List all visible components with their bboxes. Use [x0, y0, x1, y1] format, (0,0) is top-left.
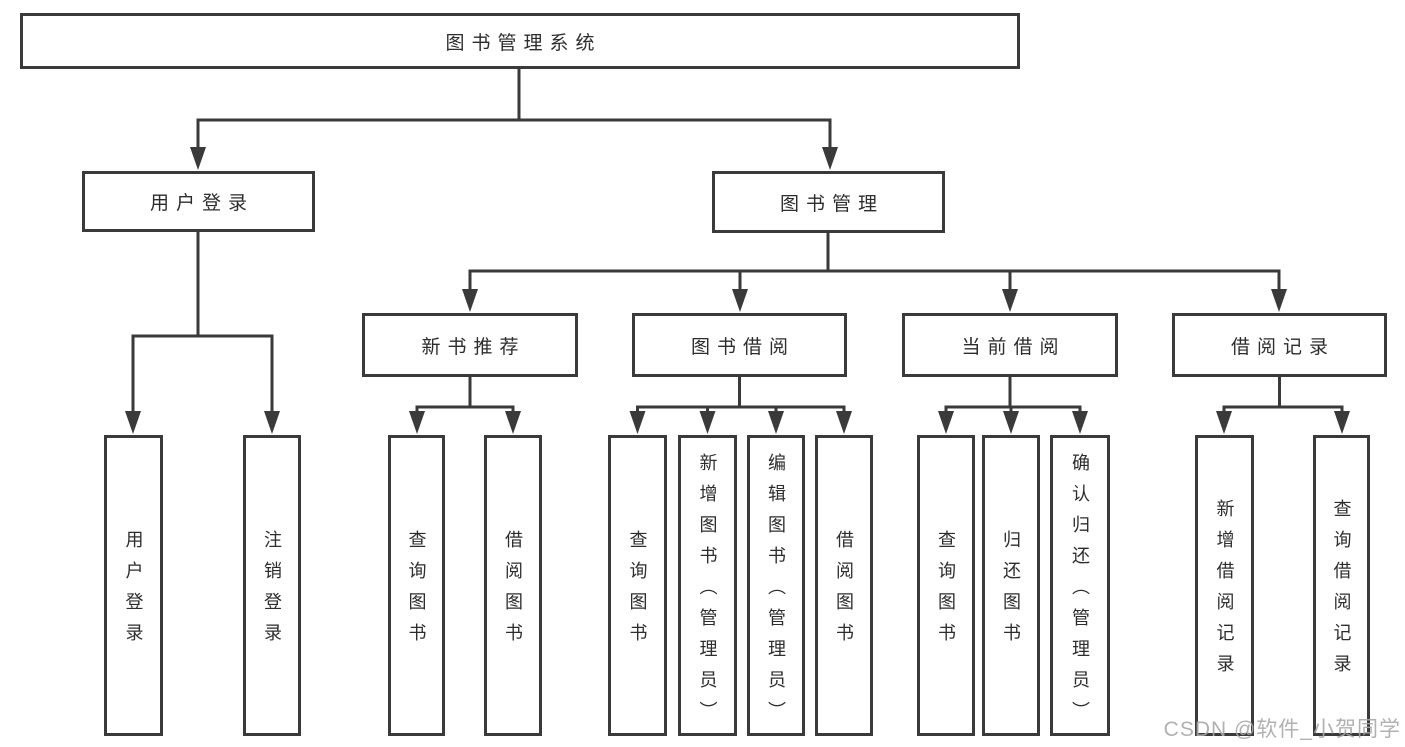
connector-root-split	[190, 68, 838, 170]
node-current-borrow: 当前借阅	[902, 313, 1118, 377]
node-label: 借阅图书	[834, 530, 854, 654]
node-book-borrow: 图书借阅	[632, 313, 847, 377]
connector-user-login-split	[125, 232, 280, 434]
connector-book-management-split	[462, 233, 1287, 312]
leaf-logout: 注销登录	[243, 435, 301, 736]
node-label: 确认归还（管理员）	[1070, 452, 1090, 732]
leaf-query-books-current: 查询图书	[917, 435, 975, 736]
leaf-user-login: 用户登录	[104, 435, 163, 736]
node-label: 借阅图书	[503, 530, 523, 654]
node-label: 图书借阅	[690, 336, 795, 358]
node-label: 查询图书	[936, 530, 956, 654]
node-label: 归还图书	[1001, 530, 1021, 654]
connector-new-book-split	[409, 377, 521, 434]
node-label: 图书管理系统	[445, 32, 602, 54]
node-label: 用户登录	[149, 193, 254, 214]
node-book-management: 图书管理	[712, 171, 945, 233]
node-borrow-record: 借阅记录	[1172, 313, 1387, 377]
leaf-return-books: 归还图书	[982, 435, 1040, 736]
node-label: 借阅记录	[1230, 336, 1335, 358]
node-label: 新书推荐	[421, 336, 526, 358]
leaf-query-books-recommend: 查询图书	[388, 435, 445, 736]
connector-book-borrow-split	[629, 377, 852, 434]
connector-current-borrow-split	[938, 377, 1088, 434]
leaf-add-borrow-record: 新增借阅记录	[1195, 435, 1254, 736]
leaf-edit-books-admin: 编辑图书（管理员）	[747, 435, 805, 736]
leaf-add-books-admin: 新增图书（管理员）	[678, 435, 737, 736]
node-label: 新增图书（管理员）	[697, 452, 718, 732]
node-label: 查询图书	[406, 530, 427, 654]
csdn-watermark: CSDN @软件_小贺同学	[1163, 718, 1401, 741]
node-label: 注销登录	[262, 530, 282, 654]
leaf-borrow-books-recommend: 借阅图书	[484, 435, 542, 736]
node-label: 用户登录	[123, 530, 144, 654]
node-label: 编辑图书（管理员）	[766, 452, 786, 732]
node-label: 图书管理	[779, 193, 884, 215]
leaf-borrow-books: 借阅图书	[815, 435, 873, 736]
node-label: 当前借阅	[961, 336, 1066, 358]
node-label: 查询图书	[627, 530, 648, 654]
node-user-login: 用户登录	[82, 171, 315, 232]
connector-borrow-record-split	[1216, 377, 1350, 434]
leaf-query-borrow-record: 查询借阅记录	[1313, 435, 1370, 736]
node-new-book-recommend: 新书推荐	[362, 313, 578, 377]
leaf-query-books-borrow: 查询图书	[608, 435, 667, 736]
node-label: 新增借阅记录	[1214, 499, 1235, 685]
node-library-management-system: 图书管理系统	[20, 13, 1020, 69]
leaf-confirm-return-admin: 确认归还（管理员）	[1050, 435, 1110, 736]
node-label: 查询借阅记录	[1331, 499, 1352, 685]
